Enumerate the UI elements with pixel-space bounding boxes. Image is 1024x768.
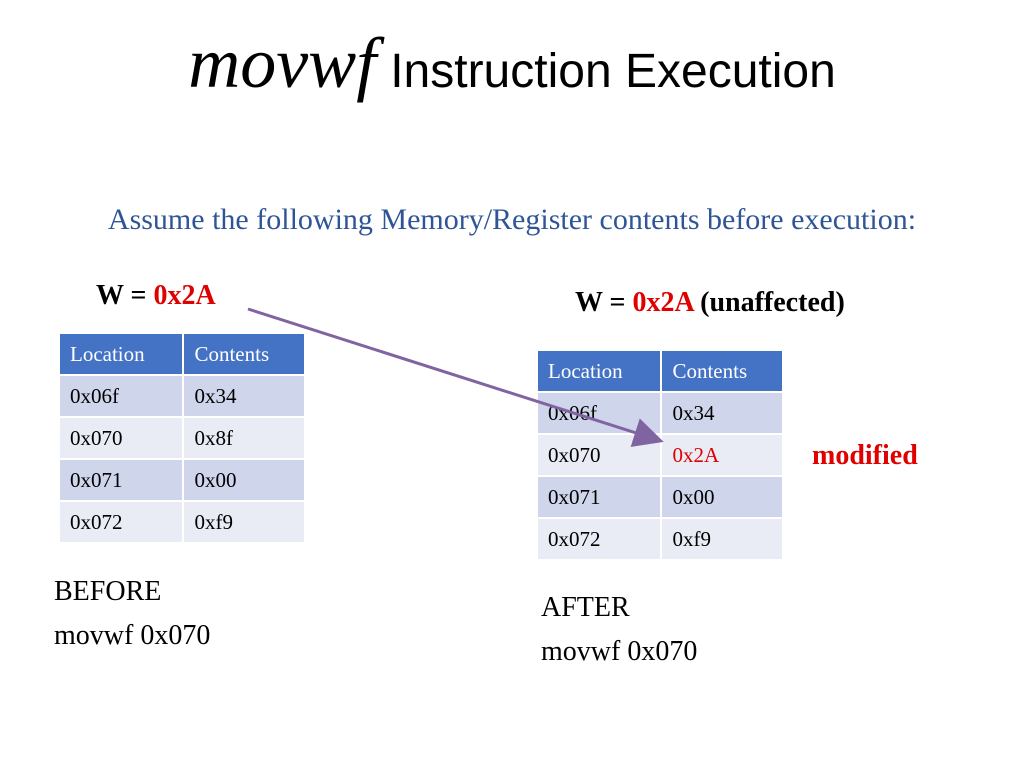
cell-location: 0x070 — [538, 433, 663, 476]
before-w-value: 0x2A — [153, 280, 216, 311]
cell-contents: 0x00 — [183, 458, 306, 501]
header-contents: Contents — [661, 351, 784, 392]
before-w-register: W = 0x2A — [96, 280, 216, 312]
cell-location: 0x071 — [60, 458, 185, 501]
header-location: Location — [538, 351, 663, 392]
before-caption: BEFORE movwf 0x070 — [54, 570, 210, 658]
table-row: 0x071 0x00 — [538, 475, 784, 518]
before-w-label: W = — [96, 280, 154, 311]
subtitle: Assume the following Memory/Register con… — [107, 203, 917, 236]
after-w-register: W = 0x2A (unaffected) — [575, 287, 845, 319]
after-w-value: 0x2A — [632, 287, 694, 318]
cell-contents: 0xf9 — [183, 500, 306, 542]
table-row: 0x06f 0x34 — [60, 374, 306, 417]
header-contents: Contents — [183, 334, 306, 375]
table-header-row: Location Contents — [538, 351, 784, 392]
cell-location: 0x06f — [538, 391, 663, 434]
title-instruction: movwf — [188, 23, 377, 103]
cell-contents: 0x34 — [183, 374, 306, 417]
before-caption-instruction: movwf 0x070 — [54, 620, 211, 651]
table-row: 0x070 0x8f — [60, 416, 306, 459]
table-row: 0x06f 0x34 — [538, 391, 784, 434]
table-row: 0x072 0xf9 — [538, 517, 784, 559]
table-row: 0x071 0x00 — [60, 458, 306, 501]
table-header-row: Location Contents — [60, 334, 306, 375]
before-caption-label: BEFORE — [54, 576, 162, 607]
cell-location: 0x072 — [538, 517, 663, 559]
after-w-note: (unaffected) — [700, 287, 845, 318]
after-w-label: W = — [575, 287, 633, 318]
cell-location: 0x072 — [60, 500, 185, 542]
after-caption-instruction: movwf 0x070 — [541, 636, 698, 667]
before-memory-table: Location Contents 0x06f 0x34 0x070 0x8f … — [60, 334, 306, 542]
cell-location: 0x06f — [60, 374, 185, 417]
after-caption: AFTER movwf 0x070 — [541, 586, 697, 674]
cell-contents: 0x8f — [183, 416, 306, 459]
title-text: Instruction Execution — [390, 45, 836, 98]
after-memory-table: Location Contents 0x06f 0x34 0x070 0x2A … — [538, 351, 784, 559]
table-row: 0x072 0xf9 — [60, 500, 306, 542]
cell-location: 0x070 — [60, 416, 185, 459]
cell-location: 0x071 — [538, 475, 663, 518]
cell-contents: 0xf9 — [661, 517, 784, 559]
header-location: Location — [60, 334, 185, 375]
cell-contents: 0x00 — [661, 475, 784, 518]
cell-contents: 0x34 — [661, 391, 784, 434]
after-caption-label: AFTER — [541, 592, 630, 623]
modified-label: modified — [812, 440, 918, 471]
table-row: 0x070 0x2A — [538, 433, 784, 476]
cell-contents-modified: 0x2A — [661, 433, 784, 476]
